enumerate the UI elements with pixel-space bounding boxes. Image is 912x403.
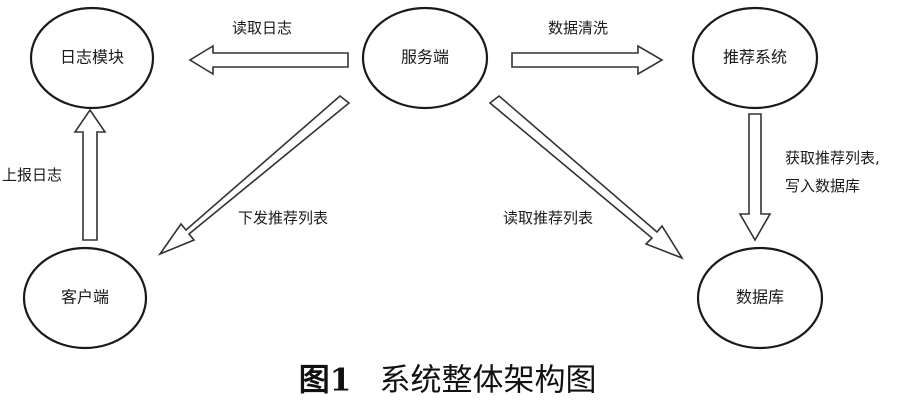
client-label: 客户端 [61, 288, 109, 307]
edge-label-read-list: 读取推荐列表 [503, 209, 593, 227]
node-client: 客户端 [22, 246, 148, 350]
node-server: 服务端 [361, 6, 489, 110]
recommender-shape [691, 6, 819, 110]
edge-label-data-cleaning: 数据清洗 [548, 19, 608, 37]
database-label: 数据库 [736, 288, 784, 307]
arrow-server-to-client [157, 94, 351, 256]
edge-label-deliver-list: 下发推荐列表 [238, 209, 328, 227]
client-shape [22, 246, 148, 350]
edge-label-report-log: 上报日志 [2, 166, 62, 184]
database-shape [696, 246, 824, 350]
caption-number: 图1 [299, 363, 352, 399]
edge-label-read-log: 读取日志 [232, 19, 292, 37]
server-shape [361, 6, 489, 110]
log-module-shape [29, 6, 155, 110]
caption-title: 系统整体架构图 [380, 363, 597, 399]
arrow-server-to-recommender [511, 44, 664, 76]
edge-label-write-db-line1: 获取推荐列表, [785, 149, 880, 167]
arrow-client-to-log-module [73, 108, 107, 241]
node-database: 数据库 [696, 246, 824, 350]
server-label: 服务端 [401, 48, 449, 67]
figure-caption: 图1 系统整体架构图 [299, 363, 597, 399]
log-module-label: 日志模块 [60, 48, 124, 67]
arrow-recommender-to-database [738, 113, 772, 242]
arrow-server-to-database [488, 94, 684, 260]
node-log-module: 日志模块 [29, 6, 155, 110]
arrow-server-to-log-module [188, 44, 349, 76]
recommender-label: 推荐系统 [723, 48, 787, 67]
node-recommender: 推荐系统 [691, 6, 819, 110]
edge-label-write-db-line2: 写入数据库 [785, 177, 860, 195]
